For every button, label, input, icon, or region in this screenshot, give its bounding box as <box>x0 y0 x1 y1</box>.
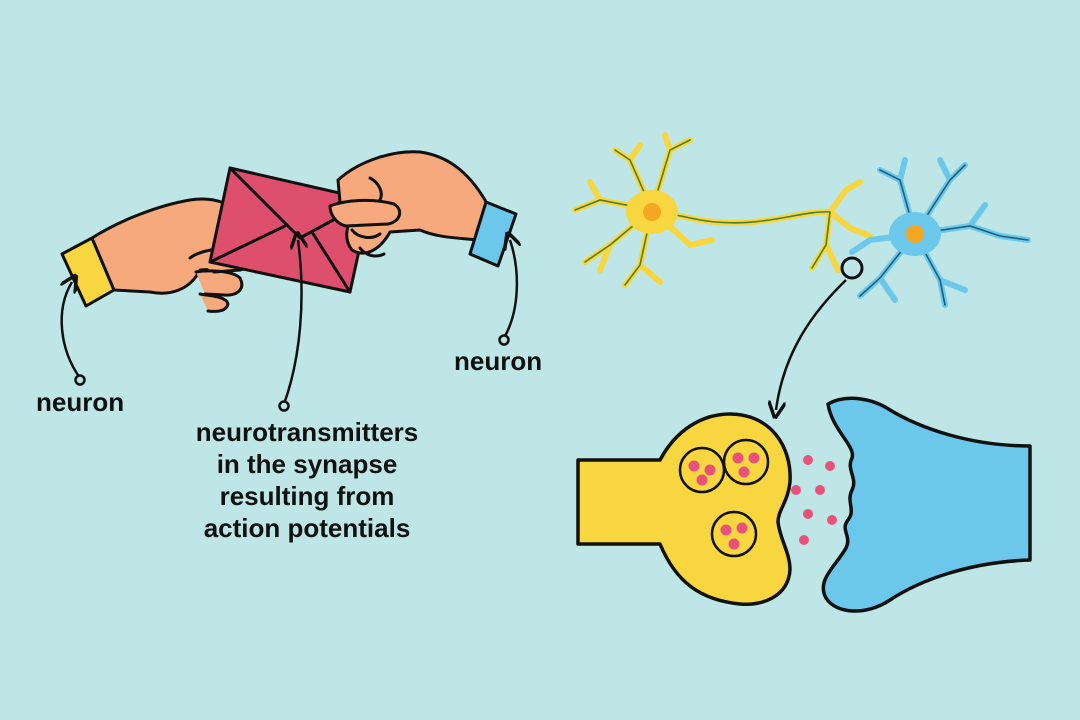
pointer-neuron-left <box>62 282 82 379</box>
pointer-neuron-right <box>504 240 517 339</box>
postsynaptic-terminal <box>821 396 1032 613</box>
pointer-dot-neuron-right <box>498 334 510 346</box>
vesicle <box>710 510 758 558</box>
label-neurotransmitters: neurotransmitters in the synapse resulti… <box>192 416 422 544</box>
envelope-fold-left <box>208 224 287 264</box>
label-pointers <box>62 240 517 412</box>
right-sleeve-cuff <box>468 200 518 268</box>
neuron-pair-icon <box>572 132 1031 410</box>
label-neurotransmitters-line: resulting from <box>219 481 395 511</box>
vesicle <box>678 446 726 494</box>
label-neuron-right: neuron <box>454 346 543 376</box>
pointer-neurotransmitters <box>282 240 302 405</box>
hands-passing-envelope-icon <box>60 150 518 313</box>
vesicle-contents <box>688 452 760 550</box>
right-hand-knuckles <box>350 176 386 258</box>
blue-neuron-nucleus <box>906 225 924 243</box>
vesicle <box>722 438 770 486</box>
label-neurotransmitters-line: action potentials <box>203 513 411 543</box>
released-neurotransmitters <box>791 455 837 545</box>
pointer-dot-neurotransmitters <box>278 400 290 412</box>
label-neurotransmitters-line: in the synapse <box>216 449 398 479</box>
yellow-neuron-nucleus <box>643 203 661 221</box>
right-hand-thumb <box>328 198 402 228</box>
label-neuron-left: neuron <box>36 387 125 417</box>
zoom-circle <box>840 256 864 280</box>
label-neurotransmitters-line: neurotransmitters <box>195 417 419 447</box>
yellow-neuron <box>572 132 873 288</box>
envelope-fold-right <box>310 230 352 294</box>
synapse-closeup-icon <box>576 396 1032 613</box>
vesicles <box>678 438 770 558</box>
pointer-dot-neuron-left <box>74 374 86 386</box>
zoom-arrow <box>776 279 847 410</box>
